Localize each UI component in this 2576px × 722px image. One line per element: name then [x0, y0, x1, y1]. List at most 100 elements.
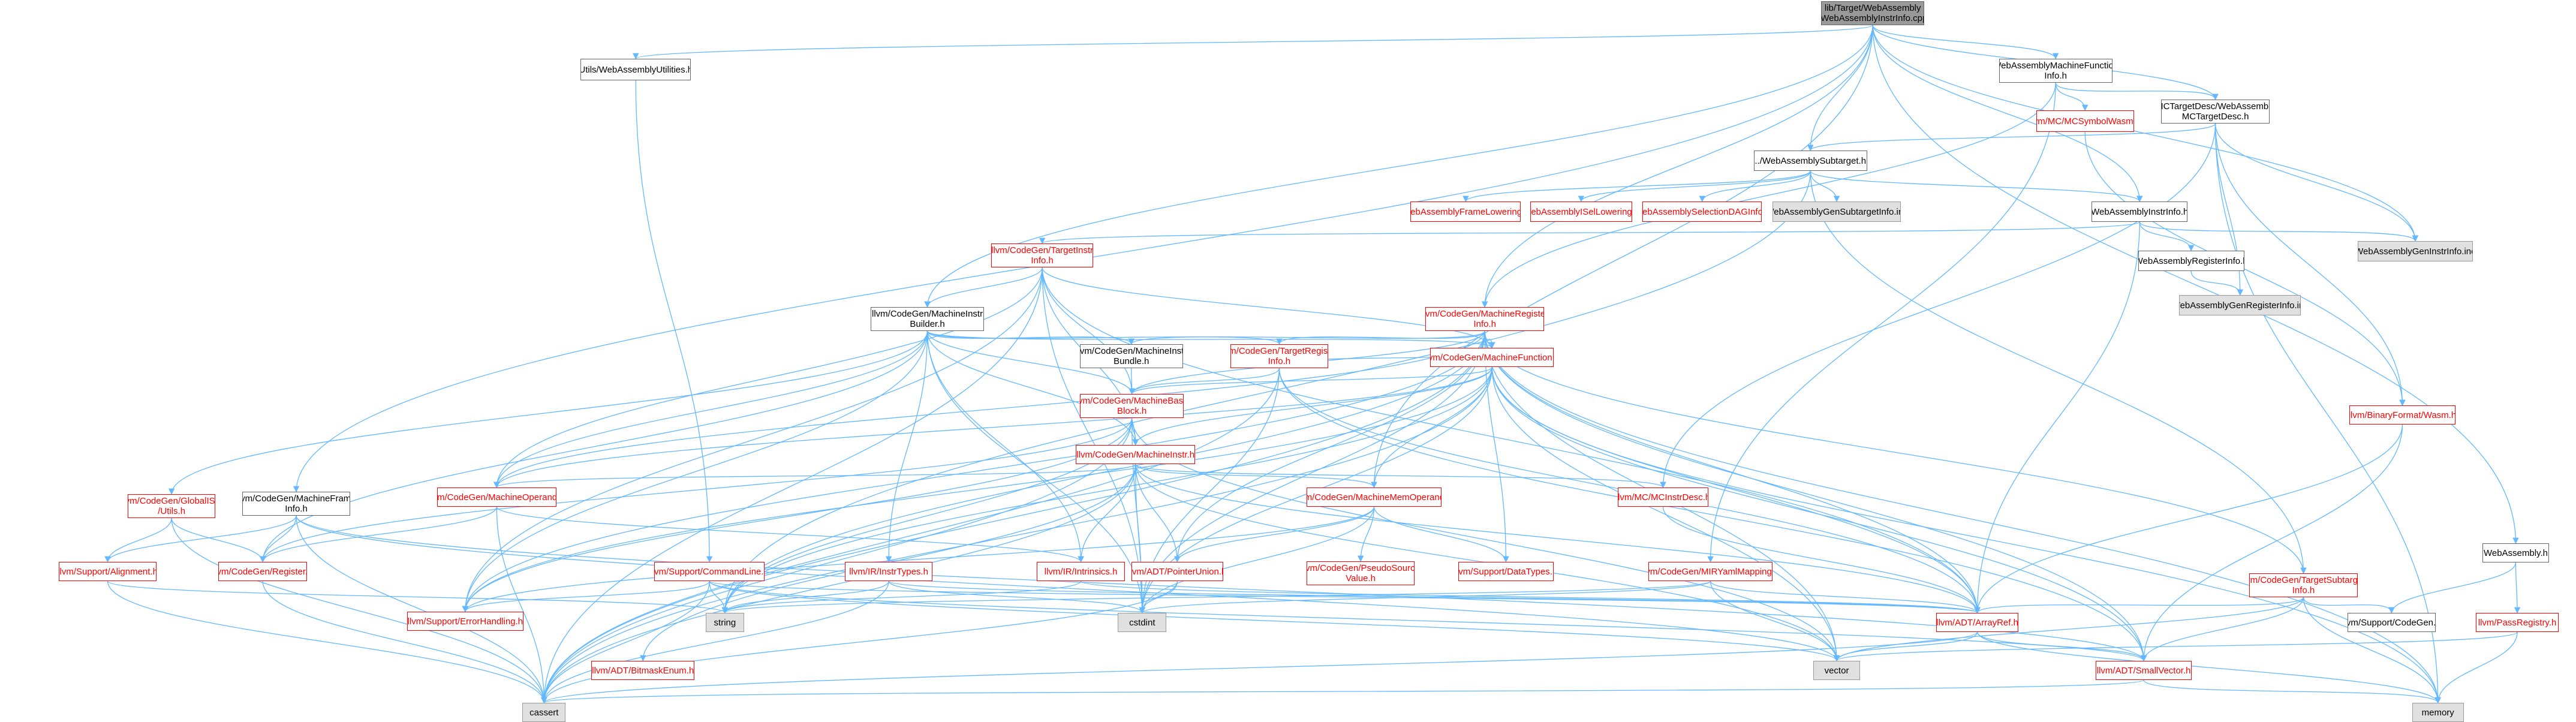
node-label: llvm/CodeGen/Register.h — [219, 567, 306, 577]
edge-passreg-memory — [2434, 631, 2518, 704]
edge-wasm-smallvec — [2140, 424, 2403, 662]
node-utils[interactable]: Utils/WebAssemblyUtilities.h — [580, 59, 691, 80]
node-label: llvm/ADT/SmallVector.h — [2097, 666, 2191, 676]
node-tsi[interactable]: llvm/CodeGen/TargetSubtargetInfo.h — [2249, 573, 2358, 597]
node-label-line: WebAssembly.h — [2483, 547, 2548, 558]
edge-cmdline-vector — [709, 580, 1840, 662]
edge-mib-mf — [926, 330, 1495, 349]
node-label-line: cstdint — [1129, 617, 1155, 628]
edge-mri-ptrunion — [1174, 330, 1485, 563]
node-datatypes[interactable]: llvm/Support/DataTypes.h — [1458, 562, 1554, 581]
node-label-line: string — [714, 617, 736, 628]
node-label: llvm/ADT/PointerUnion.h — [1132, 567, 1223, 577]
edge-mi-ptrunion — [1135, 464, 1181, 563]
edge-subtarget-tsi — [1810, 170, 2307, 574]
node-mcsym[interactable]: llvm/MC/MCSymbolWasm.h — [2036, 110, 2134, 132]
edge-mi-arrayref — [1135, 464, 1981, 614]
node-irtypes[interactable]: llvm/IR/InstrTypes.h — [845, 562, 933, 581]
node-intrin[interactable]: llvm/IR/Intrinsics.h — [1036, 562, 1126, 581]
edge-intrin-string — [721, 580, 1082, 614]
node-geninstr[interactable]: WebAssemblyGenInstrInfo.inc — [2357, 241, 2473, 261]
node-wasmh[interactable]: WebAssembly.h — [2482, 543, 2550, 562]
node-label-line: cassert — [529, 707, 559, 718]
edge-wasmh-supcg — [2388, 562, 2517, 614]
node-string[interactable]: string — [706, 613, 744, 632]
node-gisel[interactable]: llvm/CodeGen/GlobalISel/Utils.h — [128, 494, 216, 518]
node-supcg[interactable]: llvm/Support/CodeGen.h — [2347, 613, 2436, 632]
node-mi[interactable]: llvm/CodeGen/MachineInstr.h — [1076, 445, 1196, 464]
node-label-line: llvm/MC/MCInstrDesc.h — [1617, 492, 1709, 503]
edge-tii-cassert — [541, 267, 1043, 704]
node-smallvec[interactable]: llvm/ADT/SmallVector.h — [2096, 661, 2192, 680]
node-label-line: llvm/ADT/BitmaskEnum.h — [592, 665, 694, 676]
edge-root-mri — [1482, 25, 1873, 308]
node-mop[interactable]: llvm/CodeGen/MachineOperand.h — [437, 488, 556, 507]
node-tri[interactable]: llvm/CodeGen/TargetRegisterInfo.h — [1230, 344, 1328, 368]
node-errh[interactable]: llvm/Support/ErrorHandling.h — [407, 612, 523, 631]
node-mmo[interactable]: llvm/CodeGen/MachineMemOperand.h — [1306, 488, 1442, 507]
edge-tii-errh — [462, 267, 1043, 613]
node-label: WebAssemblyInstrInfo.h — [2092, 207, 2187, 217]
node-seldag[interactable]: WebAssemblySelectionDAGInfo.h — [1642, 201, 1762, 222]
node-ptrunion[interactable]: llvm/ADT/PointerUnion.h — [1131, 562, 1223, 581]
node-framelow[interactable]: WebAssemblyFrameLowering.h — [1410, 201, 1521, 222]
node-align[interactable]: llvm/Support/Alignment.h — [58, 562, 157, 581]
node-passreg[interactable]: llvm/PassRegistry.h — [2476, 613, 2559, 632]
edge-tsi-supcg — [2303, 597, 2395, 614]
node-label: llvm/Support/ErrorHandling.h — [408, 616, 523, 627]
edge-mri-string — [721, 330, 1485, 614]
edge-mfinfo-align — [104, 515, 297, 563]
node-label-line: llvm/CodeGen/TargetRegister — [1230, 346, 1328, 356]
node-reg[interactable]: llvm/CodeGen/Register.h — [218, 562, 308, 581]
node-instrinfo[interactable]: WebAssemblyInstrInfo.h — [2092, 201, 2188, 222]
edge-mi-intrin — [1078, 464, 1136, 563]
node-vector[interactable]: vector — [1813, 661, 1860, 680]
node-cassert[interactable]: cassert — [522, 703, 566, 722]
node-gensub[interactable]: WebAssemblyGenSubtargetInfo.inc — [1772, 201, 1901, 222]
node-label: llvm/CodeGen/MIRYamlMapping.h — [1649, 567, 1771, 577]
node-subtarget[interactable]: ../WebAssemblySubtarget.h — [1753, 151, 1867, 171]
node-mir[interactable]: llvm/CodeGen/MIRYamlMapping.h — [1648, 562, 1772, 581]
edge-mfinfo-cassert — [296, 515, 547, 704]
node-genreg[interactable]: WebAssemblyGenRegisterInfo.inc — [2179, 295, 2301, 315]
node-reginfo[interactable]: WebAssemblyRegisterInfo.h — [2138, 251, 2244, 271]
edge-root-wasmh — [1872, 25, 2519, 544]
node-label-line: llvm/ADT/SmallVector.h — [2096, 665, 2191, 676]
node-cstdint[interactable]: cstdint — [1118, 613, 1167, 632]
node-label: ../WebAssemblySubtarget.h — [1755, 156, 1866, 166]
node-label-line: WebAssemblyInstrInfo.h — [2092, 206, 2188, 217]
edge-subtarget-seldag — [1699, 170, 1811, 203]
node-mf[interactable]: llvm/CodeGen/MachineFunction.h — [1430, 348, 1554, 367]
node-isellow[interactable]: WebAssemblyISelLowering.h — [1530, 201, 1632, 222]
node-mcid[interactable]: llvm/MC/MCInstrDesc.h — [1617, 488, 1709, 507]
edge-mib-mop — [493, 330, 928, 489]
node-wasm[interactable]: llvm/BinaryFormat/Wasm.h — [2349, 405, 2455, 425]
node-label-line: llvm/CodeGen/MachineInstr — [872, 309, 983, 319]
node-cmdline[interactable]: llvm/Support/CommandLine.h — [654, 562, 765, 581]
edge-tii-cstdint — [1042, 267, 1146, 614]
edge-root-subtarget — [1807, 25, 1873, 152]
node-label-line: llvm/CodeGen/PseudoSource — [1306, 563, 1415, 573]
edge-mf-errh — [462, 366, 1492, 613]
node-root[interactable]: lib/Target/WebAssembly/WebAssemblyInstrI… — [1821, 1, 1925, 25]
edge-mi-cstdint — [1135, 464, 1146, 614]
edge-cmdline-errh — [462, 580, 710, 613]
node-bitmask[interactable]: llvm/ADT/BitmaskEnum.h — [591, 661, 695, 680]
edge-subtarget-string — [721, 170, 1811, 614]
edge-tii-mop — [493, 267, 1043, 489]
node-memory[interactable]: memory — [2412, 703, 2464, 722]
node-label-line: llvm/CodeGen/GlobalISel — [128, 496, 215, 506]
node-arrayref[interactable]: llvm/ADT/ArrayRef.h — [1936, 613, 2019, 632]
edge-tii-mf — [1042, 267, 1495, 349]
node-label: WebAssemblyRegisterInfo.h — [2139, 256, 2244, 266]
